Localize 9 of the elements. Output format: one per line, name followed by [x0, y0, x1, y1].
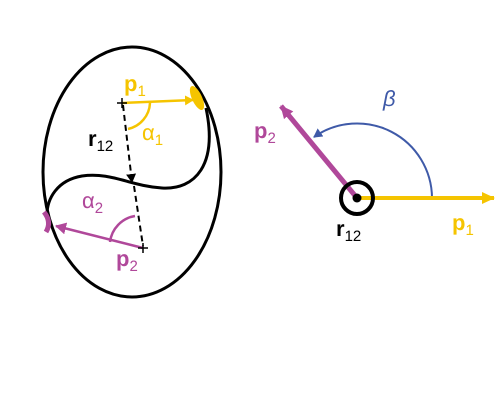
angle-label: α$_{2}$ [82, 190, 104, 216]
angle-label: α$_{1}$ [142, 122, 164, 148]
vector-label: p$_{2}$ [254, 120, 276, 146]
vector-label: r$_{12}$ [336, 218, 362, 244]
angle-label: β [383, 88, 396, 110]
vector-label: p$_{2}$ [116, 248, 138, 274]
vector-label: p$_{1}$ [452, 212, 474, 238]
vector-label: r$_{12}$ [88, 128, 114, 154]
vector-label: p$_{1}$ [124, 73, 146, 99]
